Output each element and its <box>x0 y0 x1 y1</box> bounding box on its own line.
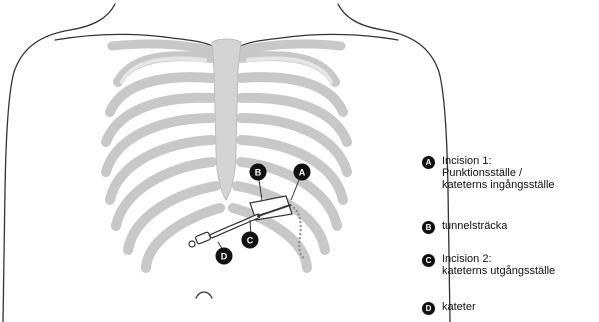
legend-badge-a: A <box>422 156 435 169</box>
callout-c-label: C <box>247 236 254 246</box>
legend-text-d: kateter <box>442 301 598 313</box>
callout-a-label: A <box>299 168 306 178</box>
callout-b-label: B <box>255 168 262 178</box>
sternum <box>212 39 241 200</box>
catheter-connector <box>189 232 211 247</box>
legend-text-c: Incision 2: kateterns utgångsställe <box>442 253 598 277</box>
callout-d-label: D <box>221 252 228 262</box>
legend-item-c: C Incision 2: kateterns utgångsställe <box>422 253 598 277</box>
legend: A Incision 1: Punktionsställe / katetern… <box>422 0 599 322</box>
legend-badge-c: C <box>422 254 435 267</box>
legend-item-a: A Incision 1: Punktionsställe / katetern… <box>422 155 598 191</box>
callout-b: B <box>250 164 267 181</box>
legend-text-b: tunnelsträcka <box>442 220 598 232</box>
legend-badge-d: D <box>422 302 435 315</box>
legend-item-d: D kateter <box>422 301 598 315</box>
callout-d: D <box>216 248 233 265</box>
legend-text-a: Incision 1: Punktionsställe / kateterns … <box>442 155 598 191</box>
callout-a: A <box>294 164 311 181</box>
legend-badge-b: B <box>422 221 435 234</box>
callout-c: C <box>242 232 259 249</box>
legend-item-b: B tunnelsträcka <box>422 220 598 234</box>
